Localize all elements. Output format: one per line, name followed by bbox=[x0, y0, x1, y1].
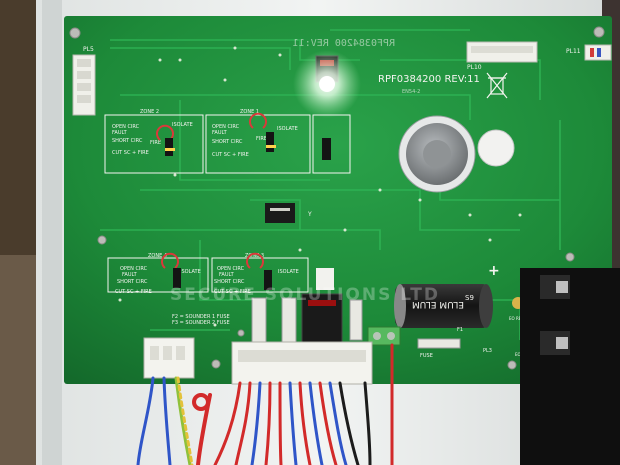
zone3-isolate: ISOLATE bbox=[278, 269, 299, 275]
zone3-short: SHORT CIRC bbox=[214, 279, 245, 285]
zone-outlines-top bbox=[104, 114, 351, 174]
left-connector bbox=[143, 337, 195, 379]
zone1-fault: FAULT bbox=[212, 130, 228, 136]
pl11-label: PL11 bbox=[566, 48, 581, 55]
zone2-fault: FAULT bbox=[112, 130, 128, 136]
middle-component bbox=[265, 203, 295, 223]
part-number-mirrored: RPF0384200 REV:11 bbox=[293, 38, 395, 49]
zone4-isolate: ISOLATE bbox=[180, 269, 201, 275]
black-plate bbox=[520, 268, 620, 465]
zone1-open: OPEN CIRC bbox=[212, 124, 240, 130]
zone2-title: ZONE 2 bbox=[140, 109, 159, 115]
zone2-isolate: ISOLATE bbox=[172, 122, 193, 128]
buzzer-center bbox=[423, 140, 451, 168]
enclosure-left-flange bbox=[42, 0, 62, 465]
regulator-2-tab bbox=[556, 337, 568, 349]
led bbox=[319, 76, 335, 92]
regulator-1-tab bbox=[556, 281, 568, 293]
zone3-cut: CUT SC + FIRE bbox=[214, 289, 251, 295]
fuse-f2-label: F2 = SOUNDER 1 FUSE bbox=[172, 314, 230, 320]
middle-marker: Y bbox=[307, 211, 312, 218]
zone4-title: ZONE 4 bbox=[148, 253, 167, 259]
zone1-title: ZONE 1 bbox=[240, 109, 259, 115]
watermark: SECURE SOLUTIONS LTD bbox=[170, 285, 440, 305]
zone1-isolate: ISOLATE bbox=[277, 126, 298, 132]
zone-outlines-bottom bbox=[107, 257, 309, 293]
zone-top-components bbox=[156, 112, 331, 160]
capacitor-value: S9 bbox=[465, 294, 474, 302]
main-connector bbox=[231, 341, 373, 385]
terminal-block bbox=[367, 326, 401, 346]
vias bbox=[118, 46, 522, 327]
zone3-open: OPEN CIRC bbox=[217, 266, 245, 272]
zone4-open: OPEN CIRC bbox=[120, 266, 148, 272]
weee-bin-icon bbox=[486, 72, 508, 99]
zone2-short: SHORT CIRC bbox=[112, 138, 143, 144]
zone3-title: ZONE 3 bbox=[245, 253, 264, 259]
mounting-holes bbox=[69, 26, 605, 370]
zone2-open: OPEN CIRC bbox=[112, 124, 140, 130]
zone1-cut: CUT SC + FIRE bbox=[212, 152, 249, 158]
zone4-cut: CUT SC + FIRE bbox=[115, 289, 152, 295]
fuse-f3-label: F3 = SOUNDER 2 FUSE bbox=[172, 320, 230, 326]
part-number: RPF0384200 REV:11 bbox=[378, 74, 480, 85]
pl5-connector bbox=[72, 54, 96, 116]
fuse-holders bbox=[251, 297, 461, 349]
fuse-label: FUSE bbox=[420, 353, 433, 359]
left-object bbox=[0, 255, 40, 465]
ring-terminal bbox=[192, 393, 210, 411]
pl10-label: PL10 bbox=[467, 64, 482, 71]
zone1-short: SHORT CIRC bbox=[212, 139, 243, 145]
plus-marking: + bbox=[488, 263, 500, 279]
pl11-connector bbox=[584, 44, 612, 61]
zone4-fault: FAULT bbox=[122, 272, 138, 278]
buzzer-cap bbox=[477, 129, 515, 167]
compliance-text: EN54-2 bbox=[402, 89, 420, 95]
fuse-f1-label: F1 bbox=[457, 327, 463, 333]
capacitor-brand: ELUM ELUM bbox=[412, 299, 464, 309]
zone2-cut: CUT SC + FIRE bbox=[112, 150, 149, 156]
zone2-fire: FIRE bbox=[150, 140, 161, 146]
zone1-fire: FIRE bbox=[256, 136, 267, 142]
pl3-label: PL3 bbox=[483, 348, 492, 354]
zone-bottom-components bbox=[161, 252, 272, 290]
pl10-connector bbox=[466, 41, 538, 63]
pl5-label: PL5 bbox=[83, 46, 94, 53]
zone4-short: SHORT CIRC bbox=[117, 279, 148, 285]
zone3-fault: FAULT bbox=[219, 272, 235, 278]
capacitor bbox=[394, 284, 493, 328]
